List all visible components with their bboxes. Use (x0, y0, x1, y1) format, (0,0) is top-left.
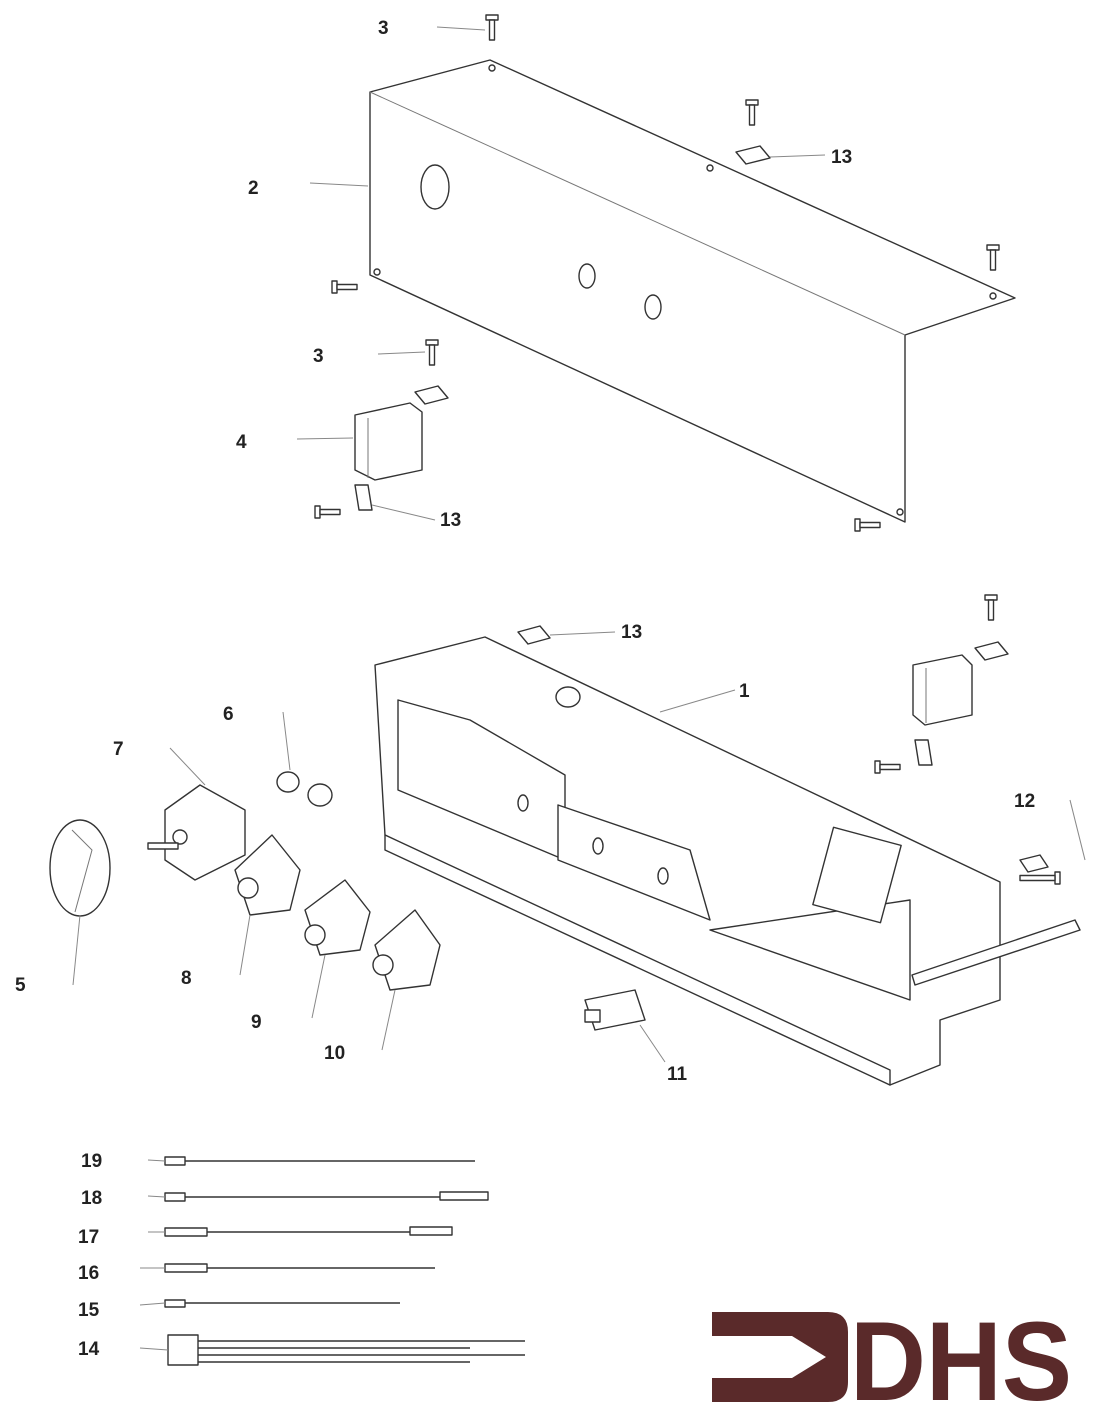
callout-3: 3 (313, 346, 324, 367)
callout-labels: 3 2 13 3 4 13 13 1 6 7 12 5 8 9 10 11 19… (15, 18, 1035, 1360)
callout-15: 15 (78, 1300, 100, 1321)
callout-11: 11 (667, 1064, 688, 1085)
rotary-switches (234, 834, 441, 991)
screws (314, 14, 1061, 885)
switch-part-11 (584, 989, 646, 1031)
callout-18: 18 (81, 1188, 102, 1209)
callout-4: 4 (236, 432, 247, 453)
knob-part-5 (49, 819, 111, 917)
leader-lines (72, 26, 1086, 1351)
callout-7: 7 (113, 739, 124, 760)
callout-10: 10 (324, 1043, 345, 1064)
callout-13: 13 (621, 622, 642, 643)
clip-nuts (354, 145, 1049, 873)
callout-8: 8 (181, 968, 192, 989)
callout-19: 19 (81, 1151, 102, 1172)
wires (164, 1156, 525, 1366)
callout-12: 12 (1014, 791, 1035, 812)
callout-16: 16 (78, 1263, 99, 1284)
chassis-part-1 (374, 636, 1081, 1086)
callout-9: 9 (251, 1012, 262, 1033)
callout-6: 6 (223, 704, 234, 725)
brackets (354, 402, 973, 726)
callout-3: 3 (378, 18, 389, 39)
bushings-part-6 (276, 771, 333, 807)
callout-17: 17 (78, 1227, 99, 1248)
top-panel-part-2 (369, 59, 1016, 523)
thermostat-part-7 (147, 784, 246, 881)
callout-14: 14 (78, 1339, 100, 1360)
callout-1: 1 (739, 681, 750, 702)
logo-arrow-icon (712, 1312, 848, 1402)
logo-text: DHS (850, 1299, 1072, 1424)
callout-13: 13 (440, 510, 461, 531)
callout-2: 2 (248, 178, 259, 199)
callout-13: 13 (831, 147, 852, 168)
callout-5: 5 (15, 975, 26, 996)
dhs-logo: DHS (712, 1299, 1072, 1424)
